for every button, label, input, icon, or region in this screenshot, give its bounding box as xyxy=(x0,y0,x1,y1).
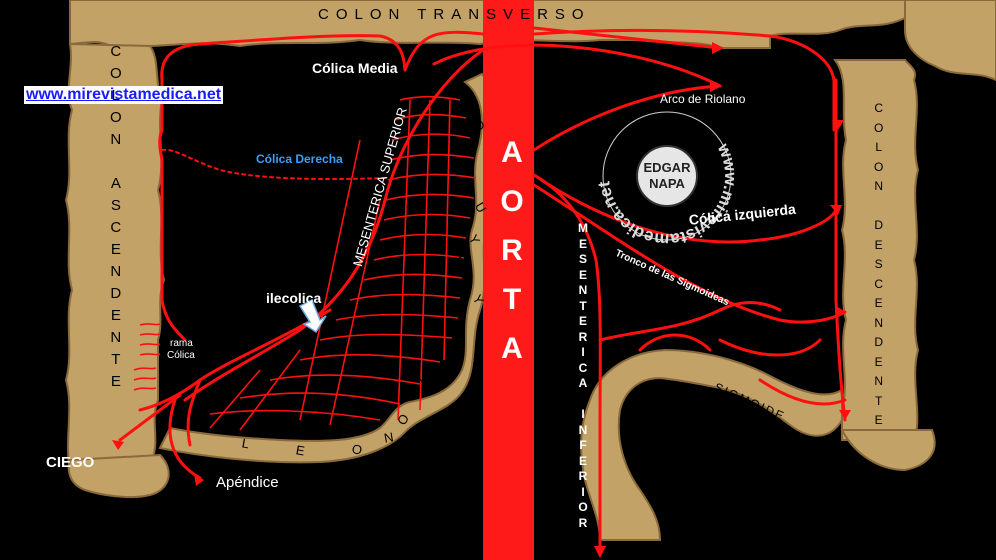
aorta-letter: R xyxy=(501,234,523,267)
colon-ascendente-letter: T xyxy=(111,351,121,368)
colon-descendente xyxy=(833,59,920,441)
mesenterica-inferior-letter: O xyxy=(578,500,588,514)
colon-descendente-letter: E xyxy=(874,237,883,252)
arcades-yeyuno xyxy=(209,95,477,431)
colon-ascendente-letter: S xyxy=(110,197,121,214)
stamp-line2: NAPA xyxy=(649,176,685,191)
colica-derecha-label: Cólica Derecha xyxy=(256,152,343,166)
aorta-letter: A xyxy=(501,332,523,365)
colon-descendente-letter: C xyxy=(874,276,883,291)
mesenterica-inferior-letter: R xyxy=(578,469,588,483)
mesenterica-inferior-letter: I xyxy=(581,407,585,421)
colon-transverso-label: COLON TRANSVERSO xyxy=(318,6,591,23)
colon-descendente-letter xyxy=(877,200,880,220)
colon-descendente-letter: D xyxy=(874,218,883,232)
ilecolica-arrow xyxy=(298,298,327,334)
colon-ascendente-letter: L xyxy=(111,87,120,104)
colon-ascendente-letter: E xyxy=(110,373,121,390)
aorta-letter: A xyxy=(501,136,523,169)
colica-derecha xyxy=(161,148,386,181)
colon-descendente-letter: E xyxy=(874,296,883,310)
mesenterica-inferior-letter: M xyxy=(578,221,588,235)
apendice-label: Apéndice xyxy=(216,474,279,491)
ciego-label: CIEGO xyxy=(46,454,95,471)
mesenterica-superior-trunk xyxy=(183,48,485,402)
colon-descendente-letter: T xyxy=(875,393,883,408)
mesenterica-inferior-letter: E xyxy=(578,236,587,251)
ilecolica-label: ilecolica xyxy=(266,290,322,306)
website-link[interactable]: www.mirevistamedica.net xyxy=(24,86,224,104)
mesenterica-inferior-letter: E xyxy=(578,453,587,468)
rama-colica-hatch xyxy=(133,323,161,391)
colon-ascendente-letter: N xyxy=(110,263,122,280)
stamp-line1: EDGAR xyxy=(644,160,692,175)
colon-ascendente-letter xyxy=(114,154,118,176)
colica-media xyxy=(160,34,407,132)
colon-descendente-letter: E xyxy=(874,413,883,427)
colon-ascendente-letter: E xyxy=(110,307,121,324)
colon-ascendente-letter: D xyxy=(110,285,122,302)
mesenterica-inferior-letter: E xyxy=(578,314,587,328)
mesenterica-inferior-letter: F xyxy=(579,438,587,452)
colon-descendente-letter: O xyxy=(874,159,884,174)
colon-ascendente-letter: E xyxy=(110,241,121,258)
mesenterica-inferior-letter: I xyxy=(581,345,585,359)
colon-ascendente-letter: N xyxy=(110,131,122,148)
colon-ascendente-letter: O xyxy=(110,109,122,126)
colon-ascendente-letter: A xyxy=(110,175,121,192)
colon-descendente-letter: N xyxy=(874,374,883,388)
colon-descendente-letter: N xyxy=(874,179,883,193)
arco-marginal-top xyxy=(532,28,836,132)
colon-frame xyxy=(64,0,996,541)
mesenterica-inferior-letter xyxy=(581,393,584,409)
colon-ascendente-letter: O xyxy=(110,65,122,82)
stamp-ring: www.mirevistamedica.net EDGAR NAPA xyxy=(597,113,737,246)
arteries xyxy=(118,26,847,557)
mesenterica-inferior-letter: C xyxy=(578,360,588,375)
aorta xyxy=(483,0,534,560)
tronco-sigmoideas xyxy=(532,183,847,324)
colon-descendente-letter: C xyxy=(874,101,883,115)
mesenterica-inferior-letter: E xyxy=(578,267,587,282)
mesenterica-inferior-letter: N xyxy=(578,422,588,437)
mesenterica-inferior-letter: A xyxy=(578,376,588,390)
mesenterica-inferior xyxy=(532,173,602,557)
mesenterica-inferior-letter: R xyxy=(578,515,588,530)
colica-media-label: Cólica Media xyxy=(312,60,398,76)
colon-sigmoide xyxy=(580,348,843,541)
ileocolica xyxy=(138,308,332,412)
aorta-letter: O xyxy=(500,185,524,218)
arco-riolano-label: Arco de Riolano xyxy=(660,92,746,106)
mesenterica-inferior-letter: R xyxy=(578,329,588,344)
mesenterica-inferior-letter: N xyxy=(578,283,588,297)
colon-ascendente-letter: C xyxy=(110,219,122,236)
rama-colica-label-2: Cólica xyxy=(167,350,195,361)
rama-colica-label-1: rama xyxy=(170,338,193,349)
arrowheads xyxy=(112,42,851,558)
arco-riolano xyxy=(532,84,722,152)
colon-descendente-letter: O xyxy=(874,120,884,135)
colon-descendente-letter: N xyxy=(874,315,883,330)
colon-descendente-letter: E xyxy=(874,354,883,369)
colon-ascendente-letter: C xyxy=(110,43,122,60)
colon-ascendente-letter: N xyxy=(110,329,122,346)
ciego xyxy=(67,453,170,499)
mesenterica-inferior-letter: I xyxy=(581,484,585,499)
colon-descendente-letter: L xyxy=(875,140,883,154)
intestino-delgado xyxy=(158,72,499,464)
mesenterica-inferior-letter: S xyxy=(578,252,587,266)
mesenterica-inferior-letter: T xyxy=(579,298,587,313)
colon-descendente-letter: S xyxy=(874,257,883,271)
aorta-letter: T xyxy=(502,283,522,316)
colica-izquierda xyxy=(532,173,838,244)
stamp xyxy=(602,111,732,241)
colon-descendente-letter: D xyxy=(874,335,883,349)
